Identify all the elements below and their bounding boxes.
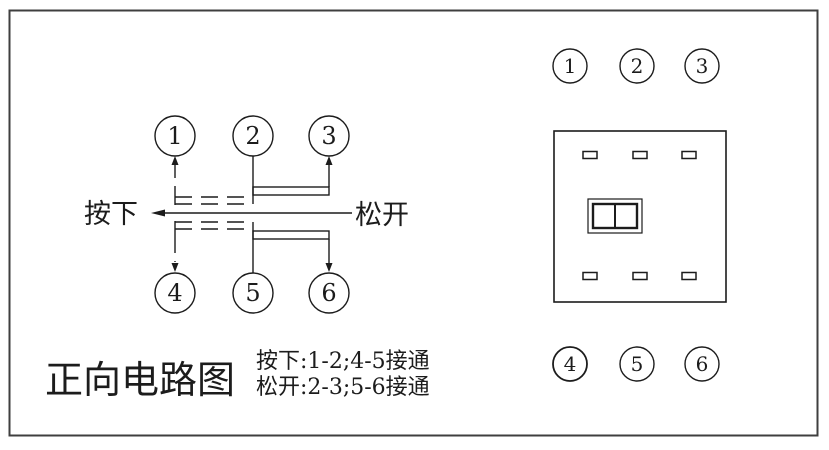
arrow-up-icon [325,156,333,165]
schematic-pin-3: 3 [308,115,350,157]
pin-number: 1 [564,54,577,78]
note-line-1: 按下:1-2;4-5接通 [256,349,430,374]
layout-pin-5: 5 [619,346,655,382]
caption: 正向电路图 按下:1-2;4-5接通 松开:2-3;5-6接通 [45,349,430,402]
actuator [587,198,643,234]
pin-number: 3 [696,54,709,78]
pin-number: 5 [631,352,644,376]
arrow-up-icon [171,156,179,165]
contact-bar-top [252,186,330,196]
schematic-pin-2: 2 [232,115,274,157]
layout-pin-4: 4 [552,346,588,382]
diagram-title: 正向电路图 [45,358,235,402]
schematic-wiring [151,156,352,273]
layout-view: 1 2 3 4 5 [552,48,727,382]
schematic-pin-1: 1 [154,115,196,157]
terminal-slot [582,271,598,281]
pin-number: 6 [321,279,336,307]
outer-frame [8,9,819,437]
pin-number: 3 [321,122,336,150]
release-label: 松开 [355,200,409,231]
terminal-slot [632,271,648,281]
layout-pin-6: 6 [684,346,720,382]
arrow-down-icon [325,263,333,272]
terminal-slot [582,150,598,160]
terminal-slot [632,150,648,160]
terminal-slot [681,150,697,160]
arrow-left-icon [151,209,165,217]
pin-number: 5 [245,279,260,307]
arrow-down-icon [171,263,179,272]
switch-body [553,130,727,303]
pin-number: 1 [167,122,182,150]
layout-pin-3: 3 [684,48,720,84]
pin-number: 2 [245,122,260,150]
pin-number: 4 [167,279,182,307]
pin-number: 6 [696,352,709,376]
press-label: 按下 [84,199,138,230]
layout-pin-2: 2 [619,48,655,84]
terminal-slot [681,271,697,281]
schematic-pin-4: 4 [154,272,196,314]
schematic-pin-6: 6 [308,272,350,314]
pin-number: 4 [564,352,577,376]
pin-number: 2 [631,54,644,78]
layout-pin-1: 1 [552,48,588,84]
note-line-2: 松开:2-3;5-6接通 [256,375,430,400]
contact-bar-bottom [252,230,330,240]
schematic-diagram: 1 2 3 4 5 6 按下 松开 [84,115,409,314]
schematic-pin-5: 5 [232,272,274,314]
